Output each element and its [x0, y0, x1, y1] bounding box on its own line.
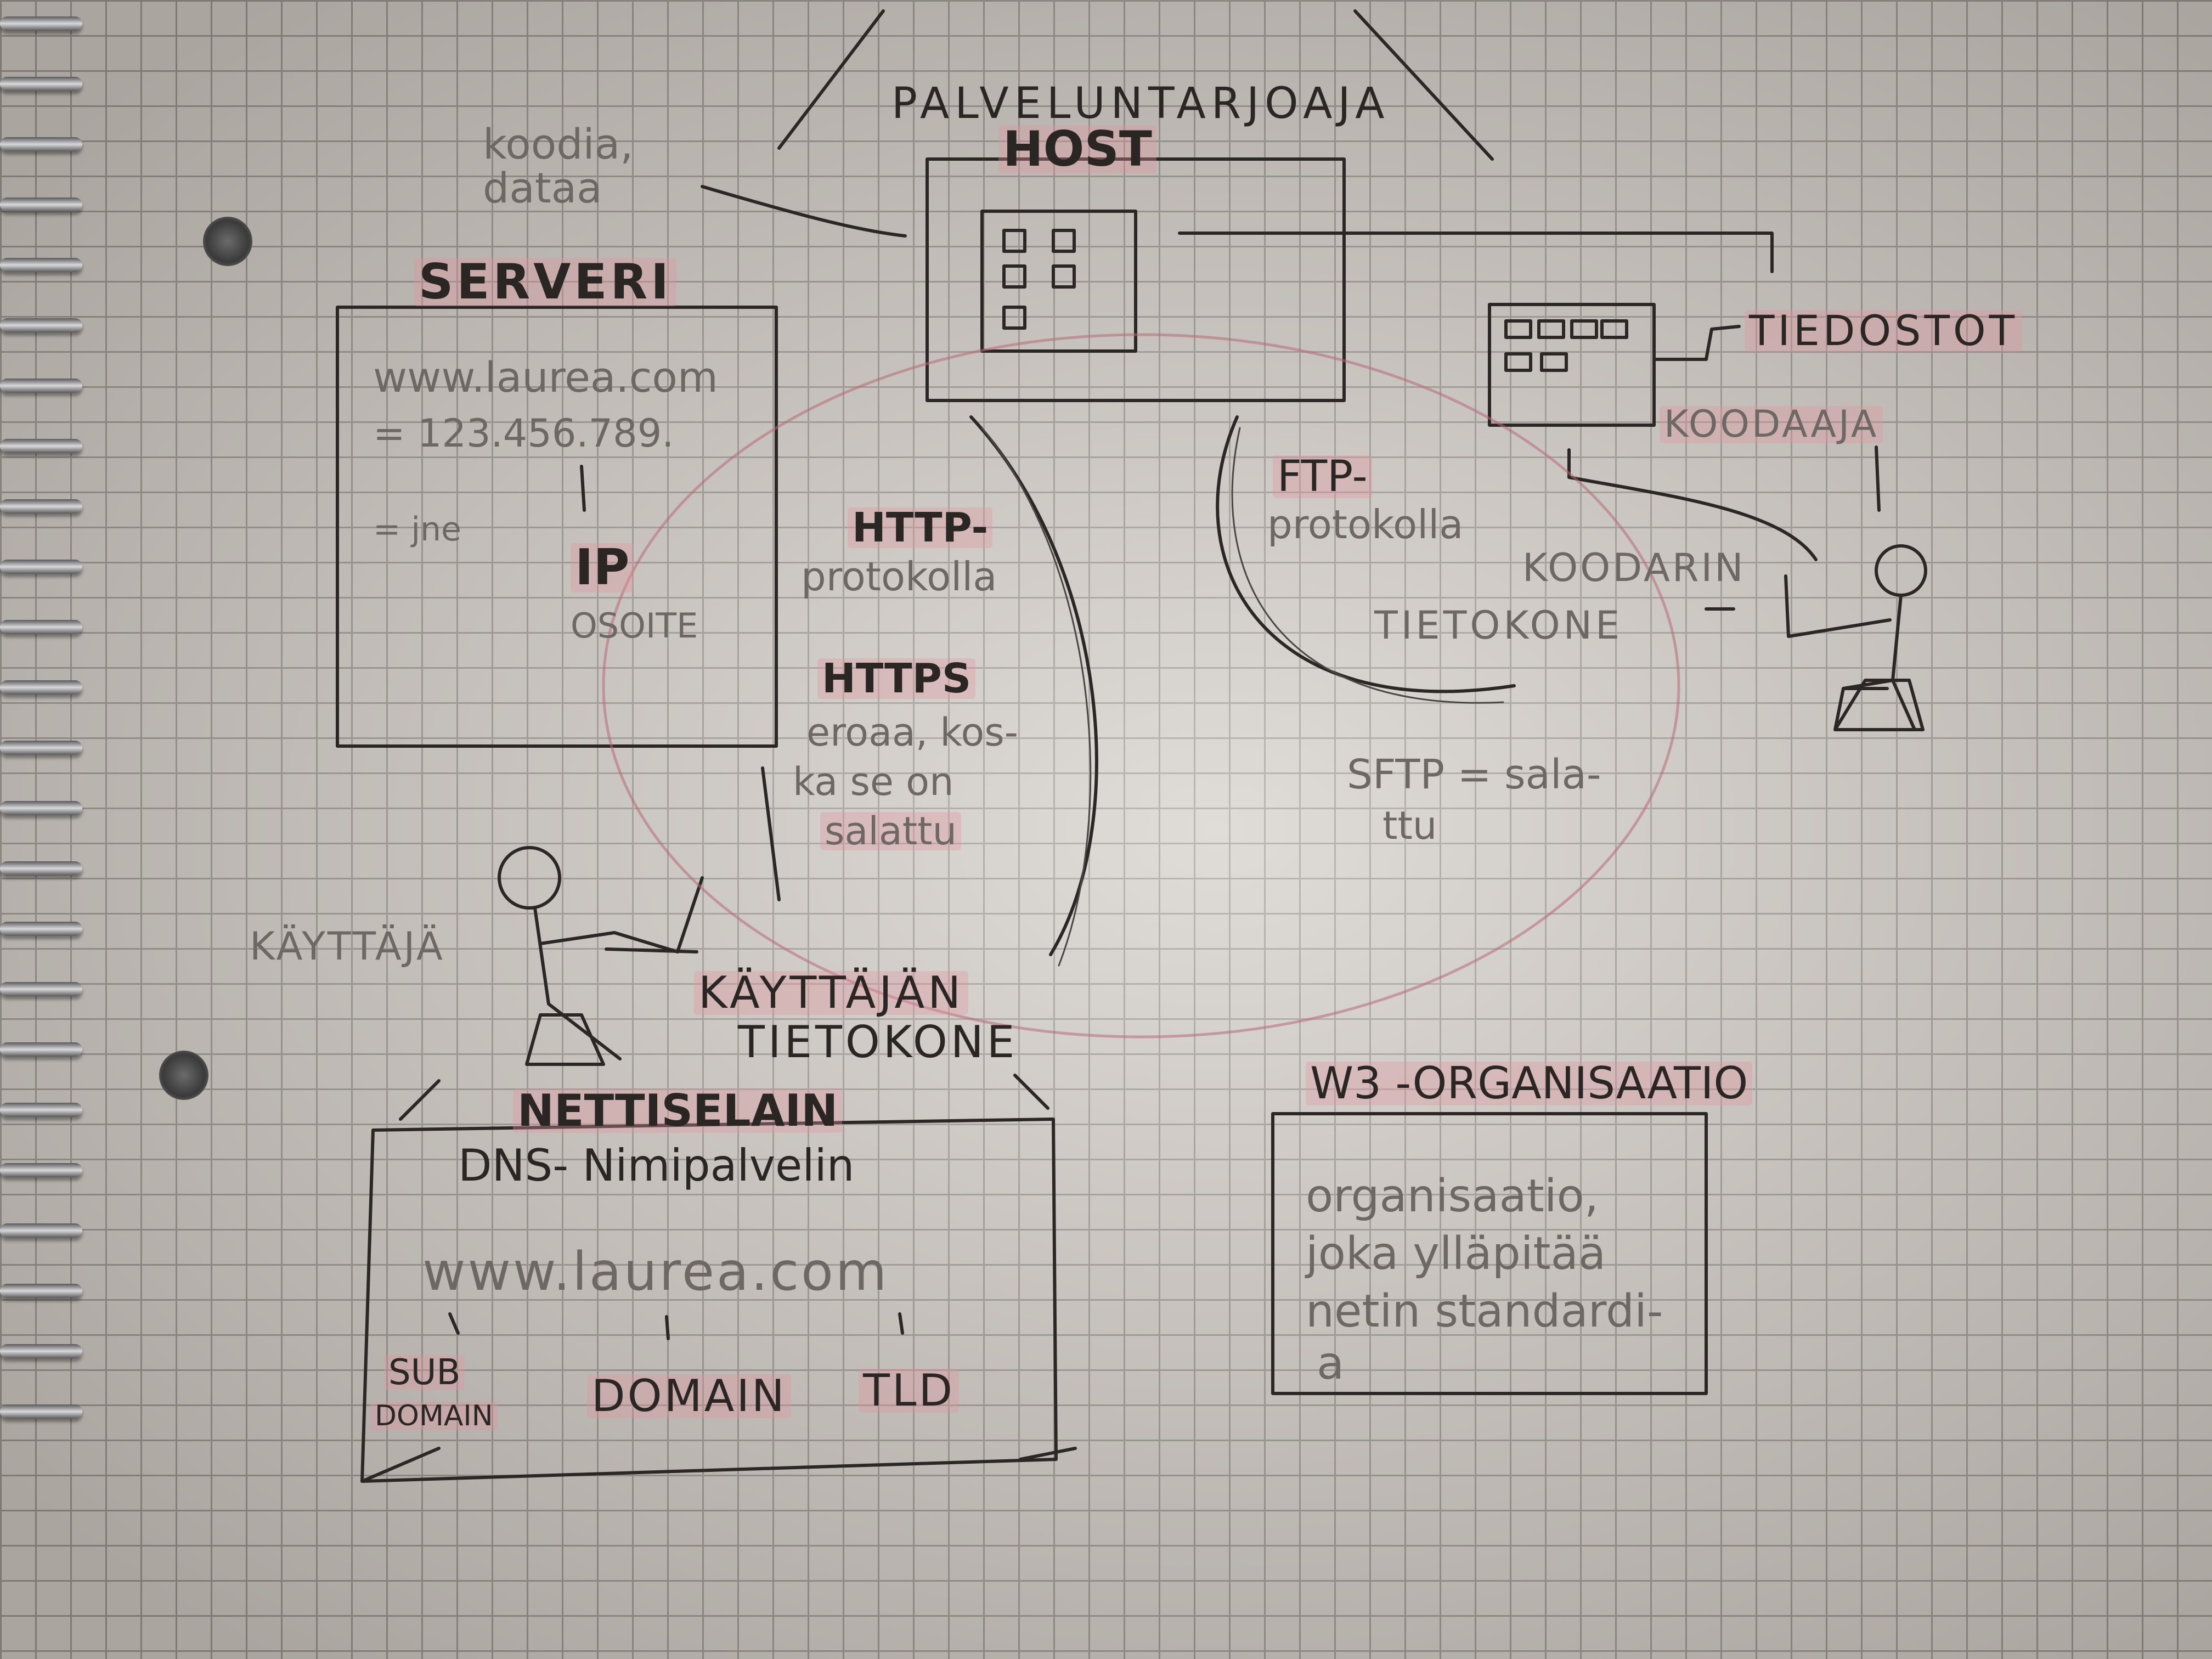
w3-line-2: joka ylläpitää [1306, 1228, 1606, 1280]
server-line-2: = 123.456.789. [373, 411, 674, 456]
files-server-box [1488, 303, 1656, 427]
coder-computer-line-2: TIETOKONE [1374, 603, 1623, 648]
user-head [498, 846, 561, 910]
user-computer-line-2: TIETOKONE [738, 1017, 1018, 1068]
http-arrow [969, 415, 1098, 956]
roof-line [777, 9, 1494, 161]
files-label-line [1652, 325, 1741, 361]
browser-title: NETTISELAIN [513, 1089, 843, 1133]
w3-title: W3 -ORGANISAATIO [1306, 1062, 1753, 1105]
coder-head [1875, 544, 1927, 597]
ftp-title: FTP- [1273, 455, 1372, 498]
w3-line-1: organisaatio, [1306, 1170, 1599, 1222]
coder-computer-line-1: KOODARIN [1522, 545, 1746, 590]
url-label: www.laurea.com [422, 1241, 889, 1302]
w3-line-4: a [1317, 1338, 1345, 1390]
browser-box [360, 1118, 1058, 1483]
files-label: TIEDOSTOT [1745, 310, 2023, 352]
subdomain-line-1: SUB [384, 1355, 465, 1390]
tld-label: TLD [859, 1369, 960, 1413]
https-line-3: salattu [820, 812, 961, 850]
red-circle [602, 333, 1680, 1039]
code-data-line-1: koodia, [483, 120, 634, 168]
coder-label: KOODAAJA [1660, 406, 1883, 443]
domain-label: DOMAIN [587, 1374, 791, 1418]
server-line-1: www.laurea.com [373, 353, 718, 402]
host-files-line [1178, 232, 1774, 273]
https-line-2: ka se on [793, 759, 954, 804]
binder-hole-bottom [159, 1051, 208, 1100]
sftp-line-2: ttu [1383, 803, 1437, 848]
code-data-line [701, 185, 907, 238]
server-box [336, 306, 778, 748]
subdomain-line-2: DOMAIN [370, 1402, 498, 1430]
host-server-box [980, 210, 1137, 353]
user-computer-line-1: KÄYTTÄJÄN [694, 971, 969, 1015]
dns-label: DNS- Nimipalvelin [458, 1140, 855, 1191]
ip-sublabel: OSOITE [571, 606, 698, 646]
http-title: HTTP- [848, 507, 993, 548]
w3-box [1271, 1112, 1708, 1395]
http-sub: protokolla [801, 554, 997, 600]
w3-line-3: netin standardi- [1306, 1285, 1663, 1338]
server-line-3: = jne [373, 510, 461, 549]
ftp-sub: protokolla [1267, 501, 1464, 548]
ftp-arrow [1216, 415, 1516, 693]
host-building [926, 157, 1346, 402]
host-label: HOST [998, 125, 1156, 173]
sftp-line-1: SFTP = sala- [1347, 751, 1601, 798]
binder-hole-top [203, 217, 252, 266]
https-title: HTTPS [817, 658, 976, 699]
ip-label: IP [571, 543, 634, 592]
coder-desk-line [1567, 448, 1818, 561]
provider-label: PALVELUNTARJOAJA [891, 79, 1390, 128]
user-label: KÄYTTÄJÄ [250, 924, 445, 969]
https-line-1: eroaa, kos- [806, 710, 1019, 755]
code-data-line-2: dataa [483, 163, 602, 212]
server-title: SERVERI [414, 258, 676, 306]
